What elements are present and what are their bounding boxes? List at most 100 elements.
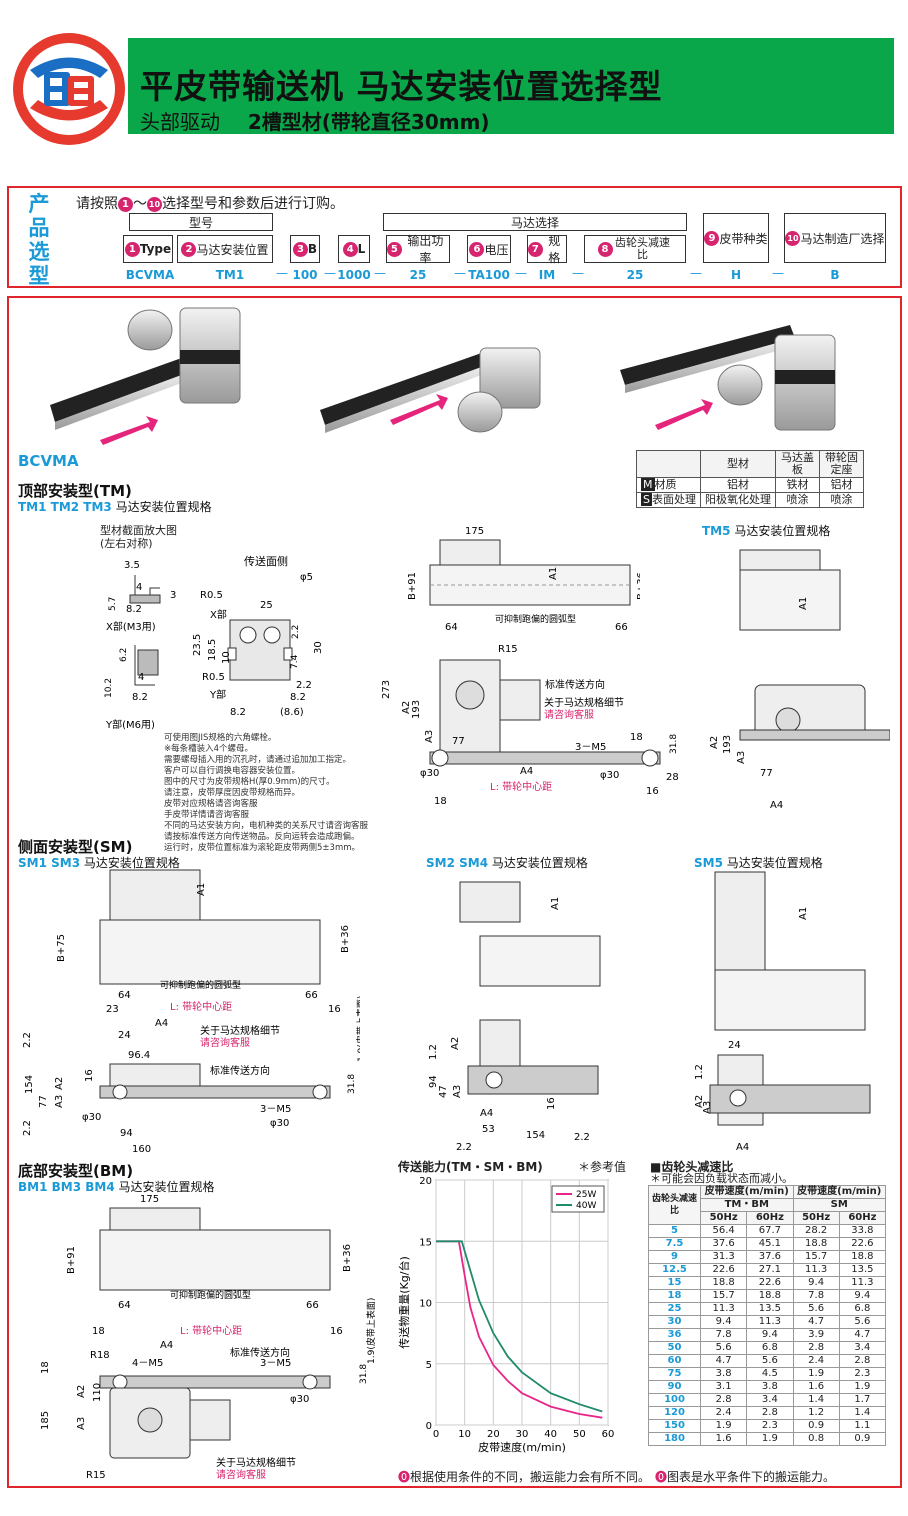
field-label: 马达制造厂选择 xyxy=(800,231,885,246)
speed-cell: 4.7 xyxy=(838,1328,887,1342)
r15-label: R15 xyxy=(498,644,518,655)
speed-cell: 11.3 xyxy=(746,1315,794,1329)
sm-23: 23 xyxy=(106,1004,119,1015)
instruction-prefix: 请按照 xyxy=(76,196,118,212)
sm24-53: 53 xyxy=(482,1124,495,1135)
sm5-24: 24 xyxy=(728,1040,741,1051)
dim-31-8: 31.8 xyxy=(669,734,679,754)
field-label: 齿轮头减速比 xyxy=(615,236,670,261)
page-title: 平皮带输送机 马达安装位置选择型 xyxy=(140,67,663,106)
num-badge: 2 xyxy=(181,241,197,257)
speed-cell: 1.4 xyxy=(838,1406,887,1420)
gear-hz: 60Hz xyxy=(746,1211,794,1225)
render-sm-side xyxy=(320,347,541,433)
speed-cell: 5.6 xyxy=(746,1354,794,1368)
sm-consult[interactable]: 请咨询客服 xyxy=(200,1036,250,1049)
bm-consult[interactable]: 请咨询客服 xyxy=(216,1468,266,1481)
value-voltage: TA100 xyxy=(468,268,510,282)
speed-cell: 4.5 xyxy=(746,1367,794,1381)
dim-18: 18 xyxy=(630,732,643,743)
sm24-47: 47 xyxy=(438,1085,449,1098)
mat-key: M xyxy=(641,478,655,491)
phi5-label: φ5 xyxy=(300,572,313,583)
gear-group1: 皮带速度(m/min) xyxy=(700,1185,794,1199)
speed-cell: 2.8 xyxy=(792,1341,840,1355)
sm-160: 160 xyxy=(132,1144,151,1155)
y-tick-label: 10 xyxy=(419,1299,432,1310)
separator-dash: — xyxy=(374,266,386,280)
speed-cell: 1.2 xyxy=(792,1406,840,1420)
speed-cell: 9.4 xyxy=(746,1328,794,1342)
dim-4-y: 4 xyxy=(138,672,144,683)
sm-66: 66 xyxy=(305,990,318,1001)
consult-link[interactable]: 请咨询客服 xyxy=(544,708,594,721)
sm-phi30: φ30 xyxy=(82,1112,101,1123)
dim-30: 30 xyxy=(313,641,324,654)
sm24-models: SM2 SM4 xyxy=(426,856,489,870)
sm-2-2: 2.2 xyxy=(22,1032,33,1048)
bm-16: 16 xyxy=(330,1326,343,1337)
bm-18-b: 18 xyxy=(40,1361,51,1374)
section-enlarge-label: 型材截面放大图 (左右对称) xyxy=(100,524,177,550)
dim-10-2: 10.2 xyxy=(104,678,114,698)
note-line: 手皮带详情请咨询客服 xyxy=(164,810,250,820)
speed-cell: 11.3 xyxy=(792,1263,840,1277)
speed-cell: 22.6 xyxy=(699,1263,748,1277)
y-part-label: Y部(M6用) xyxy=(105,718,155,731)
speed-cell: 3.9 xyxy=(792,1328,840,1342)
dim-8-2-c: 8.2 xyxy=(230,707,246,718)
mat-cell: 铝材 xyxy=(818,477,864,493)
bm-a3: A3 xyxy=(76,1417,87,1430)
value-output-power: 25 xyxy=(409,268,427,282)
speed-cell: 27.1 xyxy=(746,1263,794,1277)
tm5-models: TM5 xyxy=(702,524,731,538)
instruction-suffix: 选择型号和参数后进行订购。 xyxy=(162,196,344,212)
note-line: 请按标准传送方向传送物品。反向运转会造成跑偏。 xyxy=(164,832,360,842)
sm24-text: 马达安装位置规格 xyxy=(491,856,588,870)
gear-group1-sub: TM・BM xyxy=(700,1198,794,1212)
speed-cell: 1.9 xyxy=(838,1380,887,1394)
phi30-label-2: φ30 xyxy=(600,770,619,781)
top-models: TM1 TM2 TM3 xyxy=(18,500,112,514)
speed-cell: 2.8 xyxy=(699,1393,748,1407)
speed-cell: 2.8 xyxy=(838,1354,887,1368)
sm13-models: SM1 SM3 xyxy=(18,856,81,870)
sm-m5x3: 3－M5 xyxy=(260,1104,291,1115)
field-label: Type xyxy=(139,242,172,256)
speed-cell: 0.8 xyxy=(792,1432,840,1446)
speed-cell: 1.7 xyxy=(838,1393,887,1407)
speed-cell: 7.8 xyxy=(699,1328,748,1342)
dim-64: 64 xyxy=(445,622,458,633)
bm-std-direction: 标准传送方向 xyxy=(230,1346,290,1359)
top-sub-text: 马达安装位置规格 xyxy=(115,500,212,514)
speed-cell: 37.6 xyxy=(699,1237,748,1251)
footer-note-2: ⓿图表是水平条件下的搬运能力。 xyxy=(655,1468,835,1485)
separator-dash: — xyxy=(572,266,584,280)
top-mount-title: 顶部安装型(TM) xyxy=(18,482,132,500)
x-tick-label: 10 xyxy=(458,1429,471,1440)
sm24-154: 154 xyxy=(526,1130,545,1141)
sm-arc: 可抑制跑偏的圆弧型 xyxy=(160,979,241,991)
notes-block: 可使用图JIS规格的六角螺栓。 ※每条槽装入4个螺母。 需要螺母插入用的沉孔时，… xyxy=(164,733,404,854)
bottom-mount-title: 底部安装型(BM) xyxy=(18,1162,134,1180)
bottom-mount-sub: BM1 BM3 BM4 马达安装位置规格 xyxy=(18,1178,215,1195)
speed-cell: 5.6 xyxy=(699,1341,748,1355)
